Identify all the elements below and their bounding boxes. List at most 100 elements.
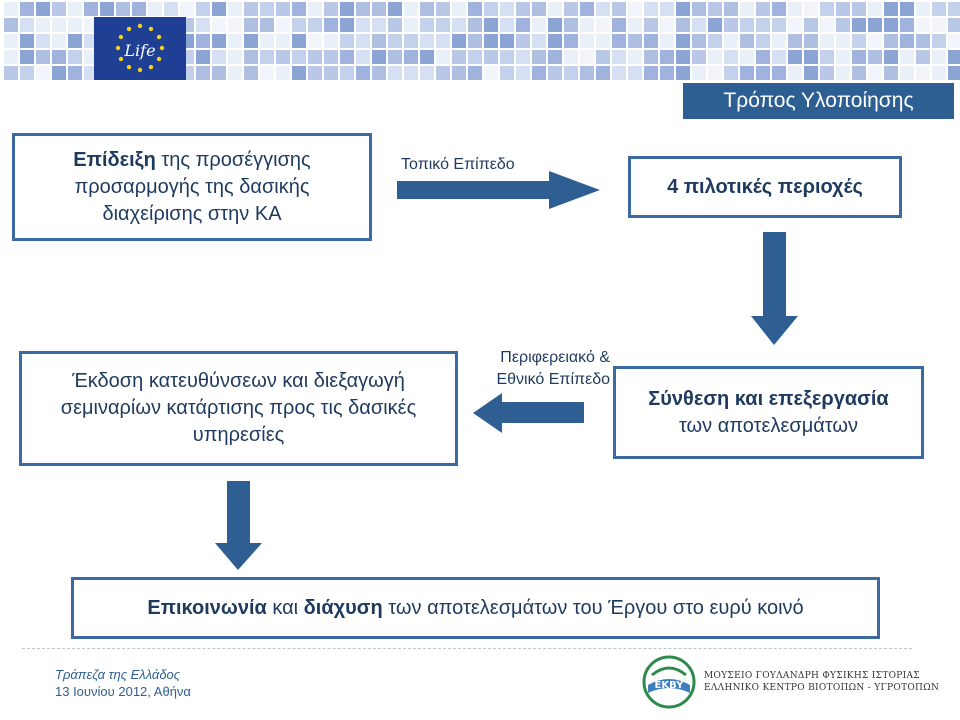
eu-star-icon — [137, 23, 143, 29]
mosaic-tile — [868, 66, 882, 80]
mosaic-tile — [916, 18, 930, 32]
mosaic-tile — [804, 66, 818, 80]
mosaic-tile — [948, 66, 960, 80]
mosaic-tile — [660, 2, 674, 16]
mosaic-tile — [692, 2, 706, 16]
mosaic-tile — [468, 50, 482, 64]
mosaic-tile — [468, 2, 482, 16]
label-regional-line1: Περιφερειακό & — [500, 349, 610, 366]
mosaic-tile — [788, 66, 802, 80]
mosaic-tile — [948, 34, 960, 48]
mosaic-tile — [820, 2, 834, 16]
mosaic-tile — [500, 2, 514, 16]
mosaic-tile — [276, 66, 290, 80]
mosaic-tile — [516, 66, 530, 80]
mosaic-tile — [612, 66, 626, 80]
box-guidelines-text: Έκδοση κατευθύνσεων και διεξαγωγή σεμινα… — [60, 370, 417, 446]
mosaic-tile — [804, 2, 818, 16]
mosaic-tile — [452, 66, 466, 80]
mosaic-tile — [52, 18, 66, 32]
mosaic-tile — [788, 50, 802, 64]
mosaic-tile — [676, 18, 690, 32]
mosaic-tile — [580, 66, 594, 80]
mosaic-tile — [644, 66, 658, 80]
mosaic-tile — [260, 18, 274, 32]
mosaic-tile — [932, 66, 946, 80]
mosaic-tile — [452, 34, 466, 48]
mosaic-tile — [404, 2, 418, 16]
mosaic-tile — [132, 2, 146, 16]
mosaic-tile — [36, 50, 50, 64]
mosaic-tile — [756, 66, 770, 80]
mosaic-tile — [84, 2, 98, 16]
mosaic-tile — [196, 2, 210, 16]
eu-star-icon — [156, 56, 162, 62]
footer-divider — [22, 648, 912, 649]
mosaic-tile — [692, 34, 706, 48]
label-local-level: Τοπικό Επίπεδο — [401, 156, 515, 173]
mosaic-tile — [52, 34, 66, 48]
mosaic-tile — [196, 66, 210, 80]
box-dissemination-and: και — [266, 596, 304, 619]
mosaic-tile — [580, 2, 594, 16]
mosaic-tile — [868, 18, 882, 32]
mosaic-tile — [564, 34, 578, 48]
mosaic-tile — [260, 66, 274, 80]
mosaic-tile — [500, 34, 514, 48]
mosaic-tile — [516, 34, 530, 48]
mosaic-tile — [884, 2, 898, 16]
mosaic-tile — [548, 34, 562, 48]
mosaic-tile — [500, 50, 514, 64]
eu-star-icon — [118, 56, 124, 62]
mosaic-tile — [484, 18, 498, 32]
eu-life-logo: Life — [94, 17, 186, 80]
footer-info: Τράπεζα της Ελλάδος 13 Ιουνίου 2012, Αθή… — [55, 667, 191, 701]
mosaic-tile — [196, 50, 210, 64]
mosaic-tile — [900, 2, 914, 16]
mosaic-tile — [340, 2, 354, 16]
mosaic-tile — [548, 66, 562, 80]
mosaic-tile — [4, 34, 18, 48]
mosaic-tile — [4, 66, 18, 80]
mosaic-tile — [372, 50, 386, 64]
mosaic-tile — [420, 66, 434, 80]
mosaic-tile — [260, 2, 274, 16]
mosaic-tile — [836, 66, 850, 80]
mosaic-tile — [772, 18, 786, 32]
mosaic-tile — [308, 2, 322, 16]
mosaic-tile — [36, 18, 50, 32]
eu-star-icon — [156, 34, 162, 40]
mosaic-tile — [580, 50, 594, 64]
box-synthesis-text: των αποτελεσμάτων — [678, 414, 859, 437]
mosaic-tile — [836, 18, 850, 32]
mosaic-tile — [308, 66, 322, 80]
mosaic-tile — [868, 34, 882, 48]
mosaic-tile — [868, 50, 882, 64]
mosaic-tile — [228, 34, 242, 48]
mosaic-tile — [420, 18, 434, 32]
mosaic-tile — [420, 50, 434, 64]
box-synthesis: Σύνθεση και επεξεργασία των αποτελεσμάτω… — [613, 366, 924, 459]
mosaic-tile — [36, 2, 50, 16]
mosaic-tile — [564, 18, 578, 32]
mosaic-tile — [900, 18, 914, 32]
mosaic-tile — [436, 2, 450, 16]
mosaic-tile — [724, 34, 738, 48]
mosaic-tile — [404, 18, 418, 32]
mosaic-tile — [900, 66, 914, 80]
mosaic-tile — [436, 18, 450, 32]
mosaic-tile — [660, 18, 674, 32]
mosaic-tile — [324, 18, 338, 32]
mosaic-tile — [68, 18, 82, 32]
eu-star-icon — [118, 34, 124, 40]
mosaic-tile — [404, 34, 418, 48]
mosaic-tile — [740, 34, 754, 48]
mosaic-tile — [420, 34, 434, 48]
mosaic-tile — [324, 34, 338, 48]
ekby-logo-text: EKBY — [655, 680, 685, 691]
mosaic-tile — [196, 18, 210, 32]
mosaic-tile — [244, 50, 258, 64]
mosaic-tile — [628, 18, 642, 32]
mosaic-tile — [292, 18, 306, 32]
box-demonstration-text: της προσέγγισης προσαρμογής της δασικής … — [74, 148, 311, 225]
